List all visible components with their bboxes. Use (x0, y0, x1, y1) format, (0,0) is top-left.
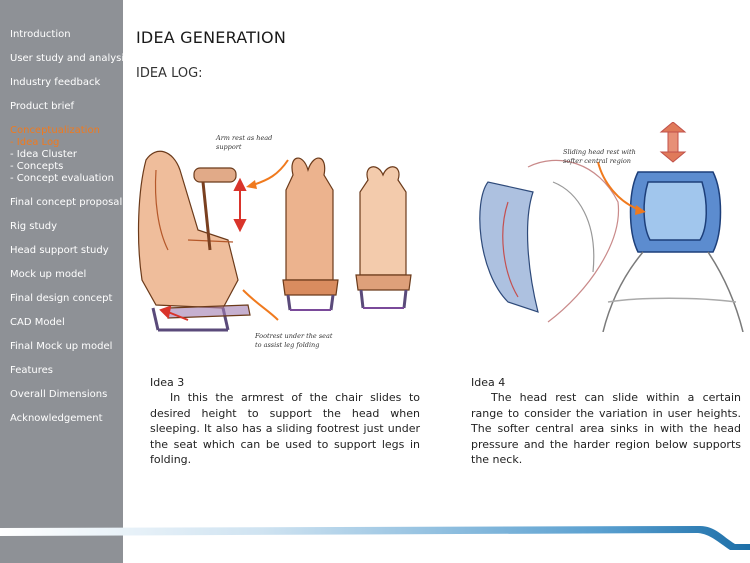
side-headrest (479, 159, 620, 323)
idea-4-body: The head rest can slide within a certain… (471, 391, 741, 466)
nav-final-concept-proposal[interactable]: Final concept proposal (10, 197, 123, 208)
footer-band (0, 520, 750, 563)
nav-product-brief[interactable]: Product brief (10, 101, 75, 112)
page-title: IDEA GENERATION (136, 28, 286, 47)
sidebar: Introduction User study and analysis Ind… (0, 0, 129, 563)
idea-3-sketch (137, 150, 412, 332)
nav-mock-up-model[interactable]: Mock up model (10, 269, 87, 280)
nav-conceptualization[interactable]: Conceptualization (10, 125, 100, 136)
nav-final-design-concept[interactable]: Final design concept (10, 293, 113, 304)
idea-4-title: Idea 4 (471, 376, 506, 389)
nav-sub-concept-evaluation[interactable]: - Concept evaluation (10, 173, 114, 184)
nav-industry-feedback[interactable]: Industry feedback (10, 77, 101, 88)
page-subtitle: IDEA LOG: (136, 66, 203, 81)
chair-side-view (137, 150, 251, 332)
nav-rig-study[interactable]: Rig study (10, 221, 57, 232)
chair-front-view-2 (355, 166, 412, 309)
main-content: IDEA GENERATION IDEA LOG: (123, 0, 750, 563)
idea-4-sketch (479, 122, 744, 332)
main-headrest (602, 171, 744, 332)
annotation-arm-rest: Arm rest as head support (216, 134, 273, 151)
annotation-head-rest: Sliding head rest with softer central re… (563, 148, 636, 165)
nav-acknowledgement[interactable]: Acknowledgement (10, 413, 103, 424)
nav-head-support-study[interactable]: Head support study (10, 245, 109, 256)
annotation-footrest: Footrest under the seat to assist leg fo… (255, 332, 333, 349)
idea-3-body: In this the armrest of the chair slides … (150, 391, 420, 466)
nav-introduction[interactable]: Introduction (10, 29, 71, 40)
nav-sub-concepts[interactable]: - Concepts (10, 161, 64, 172)
nav-final-mock-up-model[interactable]: Final Mock up model (10, 341, 113, 352)
nav-overall-dimensions[interactable]: Overall Dimensions (10, 389, 108, 400)
nav-sub-idea-log[interactable]: - Idea Log (10, 137, 60, 148)
nav-cad-model[interactable]: CAD Model (10, 317, 65, 328)
nav-features[interactable]: Features (10, 365, 53, 376)
nav-sub-idea-cluster[interactable]: - Idea Cluster (10, 149, 78, 160)
idea-3-title: Idea 3 (150, 376, 185, 389)
chair-front-view-1 (282, 157, 339, 311)
nav-user-study[interactable]: User study and analysis (10, 53, 130, 64)
